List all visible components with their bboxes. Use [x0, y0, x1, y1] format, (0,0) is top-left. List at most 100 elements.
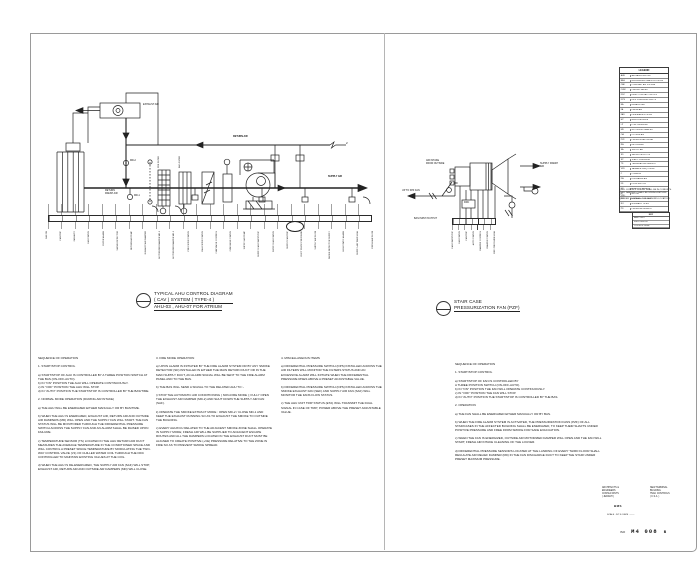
- legend-desc: PRESSURIZATION FAN: [631, 138, 654, 141]
- legend-desc: NORMALLY CLOSED: [631, 198, 652, 200]
- legend-desc: STATIC PRESSURE: [631, 158, 650, 161]
- legend-row: NC NORMALLY CLOSED: [620, 197, 668, 202]
- legend-title: LEGEND: [620, 68, 668, 74]
- pzf-point-label: AUTO STATUS: [472, 231, 475, 246]
- legend-row: HS HUMIDITY SENSOR: [620, 187, 668, 193]
- legend-abbr: HP: [620, 119, 631, 121]
- legend-desc: FLOW SWITCH: [631, 183, 646, 186]
- controller-oval: [286, 221, 304, 232]
- drawing-std: ISO: [620, 530, 626, 534]
- key-box-title: KEY: [633, 213, 669, 217]
- legend-row: VFD VARIABLE FREQ. DRIVE: [620, 167, 668, 173]
- legend-abbr: DDC: [620, 94, 631, 97]
- bas-point-label: RETURN AIR TEMP: [130, 231, 133, 250]
- general-notes: 1) ALL CONTROL WIRING SHALL BE IN CONDUI…: [619, 189, 672, 200]
- discharge-arrows: [520, 162, 542, 191]
- legend-abbr: OA: [620, 133, 631, 136]
- legend-abbr: FS: [620, 183, 631, 186]
- legend-row: HP HIGH PRESSURE: [620, 118, 668, 123]
- legend-abbr: MD: [620, 128, 631, 131]
- legend-desc: DISCHARGE AIR: [631, 178, 648, 181]
- legend-rows: AHU AIR HANDLING UNIT BAS BUILDING AUTOM…: [620, 74, 668, 212]
- ahu-title-line2: ( CAV ) SYSTEM ( TYPE-4 ): [154, 296, 215, 302]
- bas-point-label: FILTER ALARM: [102, 231, 105, 246]
- legend-row: OA OUTSIDE AIR: [620, 133, 668, 138]
- legend-desc: VARIABLE FREQ. DRIVE: [631, 168, 655, 171]
- bag-filter-label: BAG FILTER: [179, 156, 181, 168]
- bas-terminal-strip: [48, 215, 372, 222]
- duct-sensors: [191, 188, 371, 205]
- legend-desc: SUPPLY AIR: [631, 148, 644, 151]
- pzf-wiring-stubs: [452, 225, 496, 230]
- return-exhaust-drop: [122, 118, 153, 205]
- titleblock-meta: SCALE : N.T.S. DATE : ——: [607, 514, 635, 516]
- legend-abbr: HS: [620, 188, 631, 191]
- legend-abbr: SD: [620, 153, 631, 156]
- legend-desc: RETURN AIR: [631, 143, 644, 146]
- pzf-diagram-linework: [407, 153, 542, 218]
- legend-row: CAV CONSTANT AIR VOLUME: [620, 83, 668, 89]
- legend-abbr: AHU: [620, 74, 631, 77]
- legend-desc: TEMPERATURE SENSOR: [631, 163, 656, 166]
- legend-abbr: FAS: [620, 114, 631, 117]
- air-intake-label: AIR INTAKE FROM OUTSIDE: [426, 159, 445, 165]
- cooling-coil: [222, 158, 233, 203]
- pzf-terminal-strip: [452, 218, 496, 225]
- legend-desc: EXHAUST AIR: [631, 104, 645, 107]
- legend-desc: SMOKE DETECTOR: [631, 153, 651, 156]
- legend-desc: DIFF. PRESSURE SWITCH: [631, 99, 657, 102]
- legend-abbr: FA: [620, 109, 631, 112]
- legend-abbr: BAS: [620, 79, 631, 82]
- legend-row: DDC DIRECT DIGITAL CONTROL: [620, 93, 668, 99]
- sequence-col-1: SEQUENCE OF OPERATION 1. START/STOP CONT…: [38, 356, 151, 472]
- legend-row: NO NORMALLY OPEN: [620, 202, 668, 207]
- ahu-title: TYPICAL AHU CONTROL DIAGRAM ( CAV ) SYST…: [136, 291, 233, 312]
- legend-row: CHW CHILLED WATER: [620, 88, 668, 94]
- legend-row: PS PRESSURE SENSOR: [620, 207, 668, 212]
- legend-row: SA SUPPLY AIR: [620, 148, 668, 153]
- legend-abbr: EA: [620, 104, 631, 107]
- bas-point-label: FAN TRIP: [60, 231, 63, 241]
- legend-desc: NORMALLY OPEN: [631, 202, 649, 205]
- legend-desc: FRESH AIR: [631, 109, 643, 112]
- pzf-fan: [449, 153, 517, 200]
- detail-bubble-icon: [436, 301, 451, 316]
- bas-point-label: SUPPLY AIR FLOW: [314, 231, 317, 250]
- legend-abbr: SP: [620, 158, 631, 161]
- legend-row: MD MOTORIZED DAMPER: [620, 128, 668, 133]
- pzf-title-line2: PRESSURIZATION FAN (PZF): [454, 305, 520, 312]
- legend-desc: MOTORIZED DAMPER: [631, 128, 653, 131]
- drawing-number-line: ISO M4 008 B: [620, 529, 666, 535]
- legend-abbr: VFD: [620, 168, 631, 171]
- legend-abbr: RA: [620, 143, 631, 146]
- pzf-point-label: FAN START/STOP: [452, 231, 454, 249]
- bas-point-label: CHW VALVE STATUS: [230, 231, 233, 252]
- key-box-row: FIELD DEVICE: [633, 221, 669, 225]
- static-pressure-sensor: [239, 159, 275, 175]
- legend-desc: LOW PRESSURE: [631, 123, 648, 126]
- titleblock-project: NEW TERMINAL BUILDING HVAC CONTROLS ( K.…: [650, 487, 670, 498]
- legend-row: BAS BUILDING AUTOMATION SYSTEM: [620, 79, 668, 84]
- bas-point-label: MOTORIZED DAMPER MD-2: [173, 231, 176, 259]
- pzf-sequence: SEQUENCE OF OPERATION 1. START/STOP CONT…: [455, 362, 602, 461]
- legend-desc: MOTOR: [631, 193, 640, 196]
- bas-point-label: FAN AUTO: [74, 231, 77, 242]
- pzf-title-line1: STAIR CASE: [454, 299, 482, 304]
- legend-desc: PRESSURE SENSOR: [631, 207, 652, 210]
- titleblock-system: BMS: [614, 504, 622, 508]
- pzf-point-label: DIFF. PRESSURE HIGH: [493, 231, 496, 254]
- ahu-title-line1: TYPICAL AHU CONTROL DIAGRAM: [154, 291, 233, 296]
- legend-row: DA DISCHARGE AIR: [620, 177, 668, 183]
- legend-desc: COMMON: [631, 173, 641, 176]
- legend-abbr: C: [620, 173, 631, 176]
- legend-row: FS FLOW SWITCH: [620, 182, 668, 188]
- intake-damper: [407, 181, 456, 200]
- bas-point-label: SUPPLY AIR TEMP: [244, 231, 247, 250]
- legend-desc: CHILLED WATER: [631, 89, 648, 92]
- legend-abbr: NC: [620, 198, 631, 200]
- bas-point-label: EXHAUST AIR DAMPER: [145, 231, 148, 255]
- bas-point-label: SUPPLY FAN STATUS: [272, 231, 275, 253]
